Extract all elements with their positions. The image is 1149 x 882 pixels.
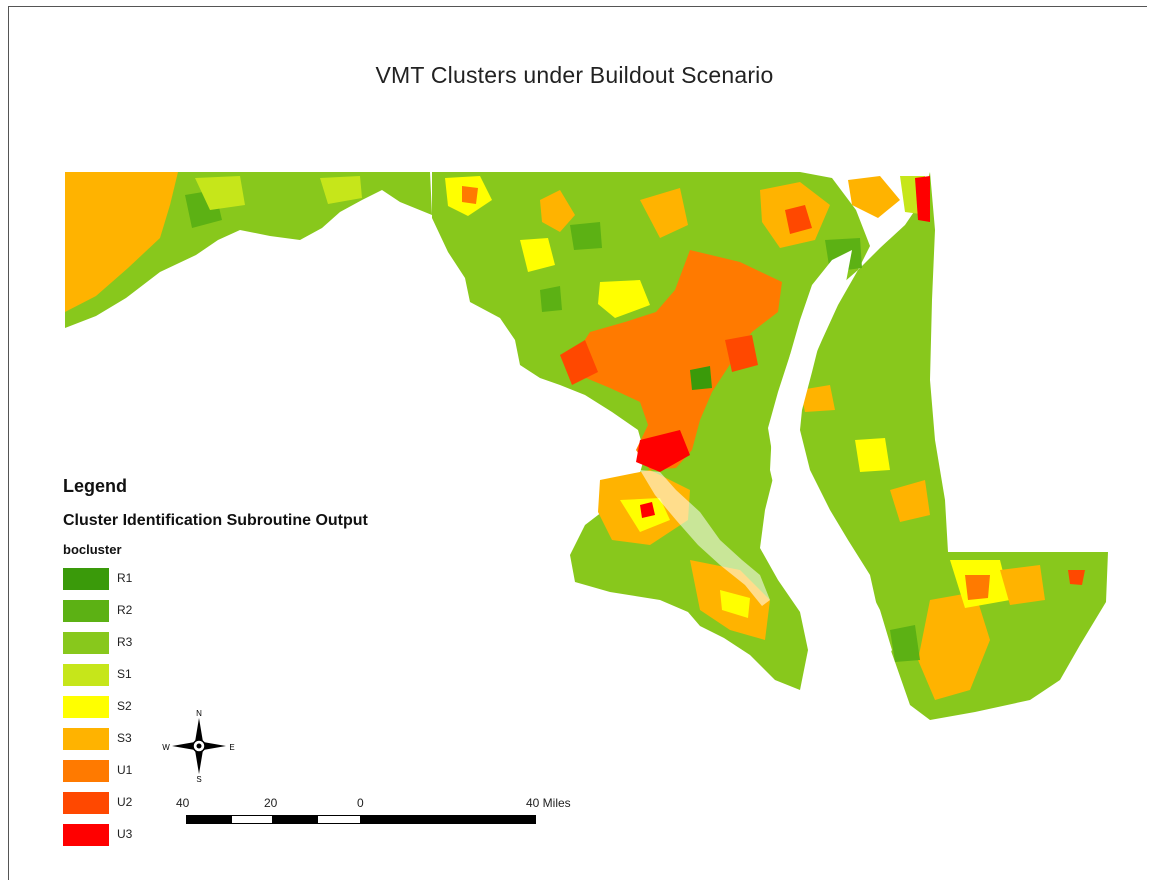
- suburban-patch: [195, 176, 245, 210]
- legend-swatch: [63, 760, 109, 782]
- scale-bar: 40 20 0 40 Miles: [170, 796, 610, 836]
- legend-label: R1: [117, 571, 133, 585]
- suburban-patch: [1068, 570, 1085, 585]
- garrett-county-region: [65, 172, 178, 312]
- suburban-patch: [598, 280, 650, 318]
- suburban-patch: [640, 188, 688, 238]
- rural-patch: [540, 286, 562, 312]
- legend-label: S2: [117, 699, 132, 713]
- potomac-river: [640, 470, 770, 606]
- suburban-patch: [965, 575, 990, 600]
- north-arrow-icon: N S E W: [162, 709, 234, 784]
- suburban-patch: [855, 438, 890, 472]
- suburban-patch: [800, 385, 835, 412]
- legend-swatch: [63, 824, 109, 846]
- rural-patch: [570, 222, 602, 250]
- suburban-patch: [848, 176, 900, 218]
- chesapeake-bay: [770, 250, 892, 672]
- compass-n: N: [196, 709, 202, 718]
- scale-segment: [360, 815, 536, 824]
- legend-subtitle: Cluster Identification Subroutine Output: [63, 512, 368, 529]
- legend-swatch: [63, 600, 109, 622]
- map-title: VMT Clusters under Buildout Scenario: [375, 62, 774, 88]
- urban-red-patch: [725, 335, 758, 372]
- scale-segment: [272, 815, 318, 824]
- rural-patch: [890, 625, 920, 662]
- scale-segment: [231, 815, 273, 824]
- legend-swatch: [63, 728, 109, 750]
- legend-label: R3: [117, 635, 133, 649]
- legend-label: U1: [117, 763, 133, 777]
- suburban-patch: [520, 238, 555, 272]
- legend-swatch: [63, 632, 109, 654]
- suburban-patch: [720, 590, 750, 618]
- compass-w: W: [162, 743, 170, 752]
- legend-label: S3: [117, 731, 132, 745]
- legend-title: Legend: [63, 476, 128, 496]
- legend-swatch: [63, 568, 109, 590]
- rural-patch: [690, 366, 712, 390]
- legend-label: U2: [117, 795, 133, 809]
- suburban-patch: [640, 502, 655, 518]
- scale-label: 20: [264, 796, 278, 810]
- urban-red-patch: [560, 340, 598, 385]
- legend-label: R2: [117, 603, 133, 617]
- legend-swatch: [63, 664, 109, 686]
- scale-label: 40 Miles: [526, 796, 571, 810]
- map-frame: [8, 6, 1147, 880]
- suburban-patch: [462, 186, 478, 204]
- suburban-patch: [785, 205, 812, 234]
- suburban-patch: [320, 176, 362, 204]
- legend-swatch: [63, 696, 109, 718]
- legend-field-name: bocluster: [63, 542, 122, 557]
- suburban-patch: [540, 190, 575, 232]
- suburban-patch: [918, 592, 990, 700]
- suburban-patch: [1000, 565, 1045, 605]
- compass-s: S: [196, 775, 201, 784]
- suburban-patch: [890, 480, 930, 522]
- scale-label: 0: [357, 796, 364, 810]
- suburban-patch: [915, 176, 930, 222]
- urban-core-region: [575, 250, 782, 470]
- scale-segment: [186, 815, 232, 824]
- scale-segment: [317, 815, 361, 824]
- legend-swatch: [63, 792, 109, 814]
- legend-label: S1: [117, 667, 132, 681]
- urban-red-patch: [636, 430, 690, 472]
- legend-label: U3: [117, 827, 133, 841]
- scale-label: 40: [176, 796, 190, 810]
- compass-e: E: [229, 743, 234, 752]
